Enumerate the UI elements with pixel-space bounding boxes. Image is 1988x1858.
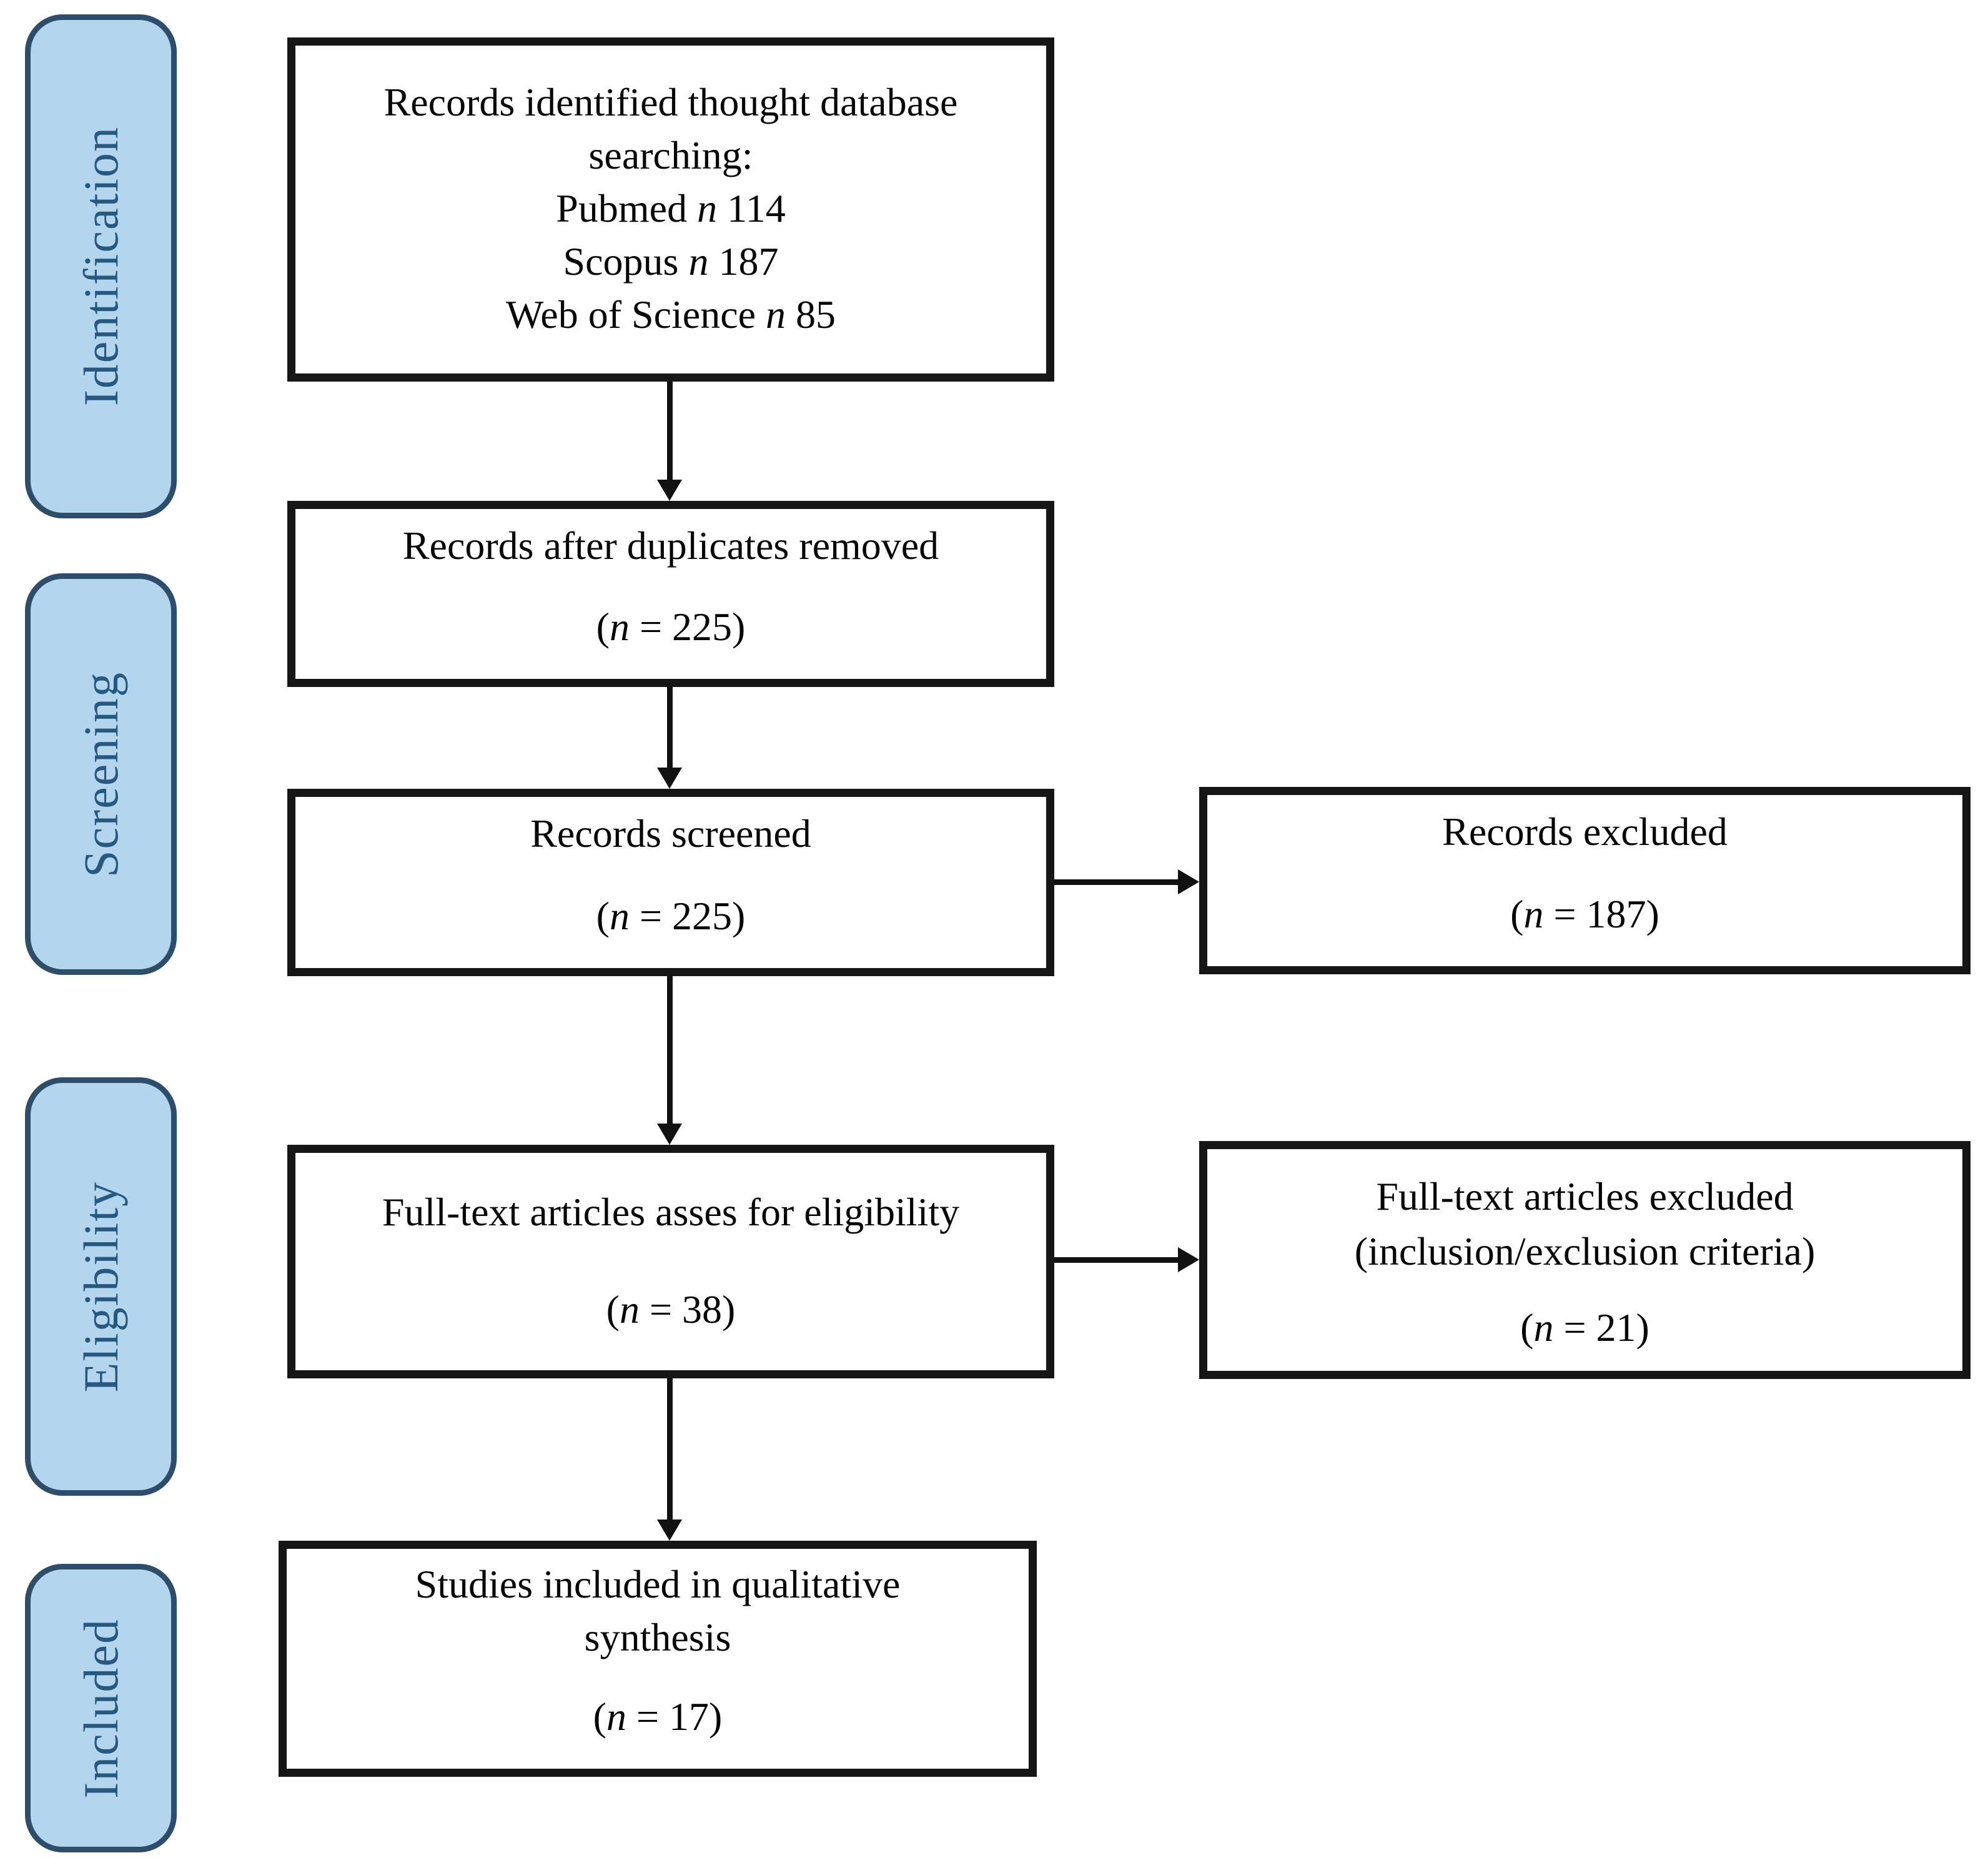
arrow-fulltext-to-fulltext-excluded (1054, 1247, 1199, 1272)
arrow-shaft (666, 382, 673, 480)
arrowhead-right-icon (1178, 1247, 1199, 1272)
stage-included: Included (25, 1564, 177, 1852)
arrow-identified-to-duplicates (657, 382, 682, 501)
arrow-shaft (666, 1378, 673, 1520)
source-web-of-science: Web of Science n 85 (506, 292, 836, 337)
records-excluded-count: (n = 187) (1510, 892, 1659, 936)
fulltext-excluded-label: Full-text articles excluded (inclusion/e… (1226, 1169, 1944, 1279)
duplicates-removed-box: Records after duplicates removed (n = 22… (287, 501, 1054, 687)
arrow-duplicates-to-screened (657, 687, 682, 789)
studies-included-label-line1: Studies included in qualitative (415, 1562, 901, 1606)
stage-identification: Identification (25, 14, 177, 518)
arrowhead-down-icon (657, 1124, 682, 1145)
arrow-fulltext-to-included (657, 1378, 682, 1541)
fulltext-excluded-box: Full-text articles excluded (inclusion/e… (1199, 1141, 1971, 1379)
records-identified-box: Records identified thought database sear… (287, 37, 1054, 382)
duplicates-removed-count: (n = 225) (596, 605, 746, 649)
arrow-screened-to-records-excluded (1054, 869, 1199, 894)
studies-included-box: Studies included in qualitative synthesi… (279, 1541, 1037, 1777)
source-scopus: Scopus n 187 (563, 239, 779, 284)
records-screened-box: Records screened (n = 225) (287, 789, 1054, 976)
stage-identification-label: Identification (73, 126, 128, 407)
fulltext-assessed-count: (n = 38) (606, 1287, 736, 1332)
arrow-screened-to-fulltext (657, 976, 682, 1145)
studies-included-label: Studies included in qualitative synthesi… (305, 1558, 1010, 1664)
arrowhead-down-icon (657, 1520, 682, 1541)
studies-included-label-line2: synthesis (584, 1615, 731, 1659)
arrowhead-down-icon (657, 768, 682, 789)
fulltext-assessed-label: Full-text articles asses for eligibility (382, 1190, 960, 1234)
stage-screening-label: Screening (73, 671, 128, 877)
source-pubmed: Pubmed n 114 (556, 186, 786, 230)
records-excluded-label: Records excluded (1442, 809, 1728, 854)
fulltext-excluded-label-line1: Full-text articles excluded (1376, 1174, 1794, 1218)
records-screened-label: Records screened (530, 811, 811, 856)
records-identified-title-line2: searching: (588, 133, 753, 177)
arrow-shaft (666, 976, 673, 1124)
studies-included-count: (n = 17) (593, 1694, 723, 1739)
arrowhead-down-icon (657, 480, 682, 501)
arrow-shaft (1054, 1257, 1178, 1263)
stage-eligibility-label: Eligibility (73, 1180, 128, 1393)
records-excluded-box: Records excluded (n = 187) (1199, 787, 1971, 974)
stage-included-label: Included (73, 1618, 128, 1799)
arrow-shaft (666, 687, 673, 768)
arrowhead-right-icon (1178, 869, 1199, 894)
stage-screening: Screening (25, 573, 177, 975)
fulltext-excluded-count: (n = 21) (1520, 1305, 1649, 1350)
duplicates-removed-label: Records after duplicates removed (402, 523, 939, 568)
records-screened-count: (n = 225) (596, 894, 746, 938)
arrow-shaft (1054, 879, 1178, 885)
fulltext-excluded-label-line2: (inclusion/exclusion criteria) (1354, 1229, 1816, 1273)
fulltext-assessed-box: Full-text articles asses for eligibility… (287, 1145, 1054, 1378)
stage-eligibility: Eligibility (25, 1077, 177, 1496)
records-identified-title-line1: Records identified thought database (383, 80, 958, 124)
